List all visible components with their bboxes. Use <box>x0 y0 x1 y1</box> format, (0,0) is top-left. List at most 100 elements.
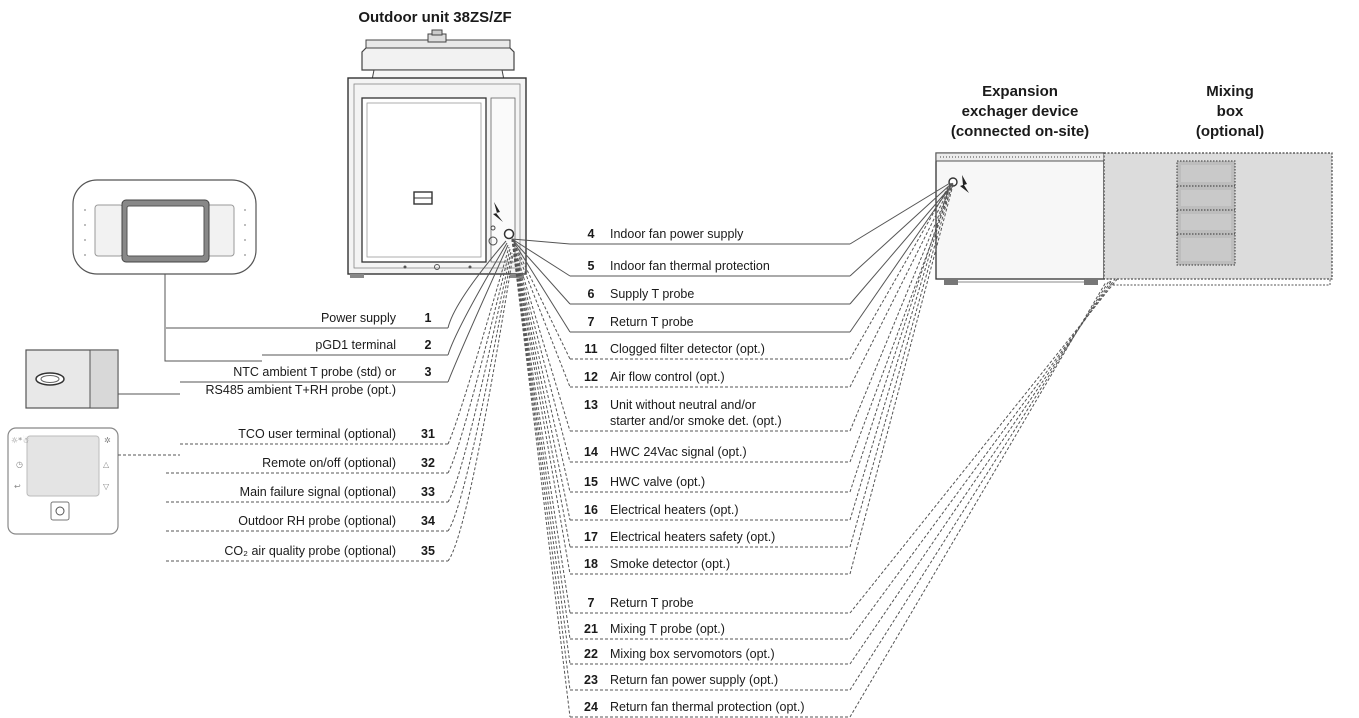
cable-gland-icon <box>503 228 515 240</box>
outdoor-unit <box>347 29 527 278</box>
connection-wire <box>511 238 571 521</box>
mixing-title-line-1: Mixing <box>1206 83 1254 100</box>
connection-wire-to-device <box>849 183 952 277</box>
connection-label: Indoor fan power supply <box>610 227 744 241</box>
svg-text:◷: ◷ <box>16 460 23 469</box>
connection-label: Return fan power supply (opt.) <box>610 673 778 687</box>
connection-label: Electrical heaters (opt.) <box>610 503 739 517</box>
expansion-title-line-2: exchager device <box>961 103 1079 120</box>
connection-wire <box>511 238 571 360</box>
connection-label: TCO user terminal (optional) <box>238 427 396 441</box>
svg-text:▽: ▽ <box>103 482 110 491</box>
left-connection-33: Main failure signal (optional) 33 <box>166 250 512 503</box>
connection-wire-to-device <box>849 182 951 245</box>
right-connection-22: 22 Mixing box servomotors (opt.) <box>511 238 1113 665</box>
connection-label: Main failure signal (optional) <box>240 485 396 499</box>
connection-number: 33 <box>421 485 435 499</box>
right-connections: 4 Indoor fan power supply 5 Indoor fan ther… <box>511 182 1119 718</box>
connection-number: 3 <box>425 365 432 379</box>
right-connection-5: 5 Indoor fan thermal protection <box>511 183 952 277</box>
connection-number: 23 <box>584 673 598 687</box>
connection-label: Unit without neutral and/or <box>610 398 756 412</box>
connection-wire <box>511 238 571 388</box>
connection-label-line-2: RS485 ambient T+RH probe (opt.) <box>206 383 397 397</box>
connection-wire <box>447 254 514 562</box>
connection-wire-to-device <box>849 183 951 360</box>
outdoor-unit-title: Outdoor unit 38ZS/ZF <box>358 9 512 26</box>
connection-label: Mixing T probe (opt.) <box>610 622 725 636</box>
connection-wire <box>447 244 509 383</box>
connection-label: Remote on/off (optional) <box>262 456 396 470</box>
expansion-title-line-1: Expansion <box>982 83 1058 100</box>
connection-number: 17 <box>584 530 598 544</box>
connection-wire <box>447 248 511 474</box>
connection-wire-to-device <box>849 184 954 575</box>
left-connection-1: Power supply 1 <box>166 240 507 329</box>
connection-wire-to-device <box>849 184 952 388</box>
connection-wire <box>447 240 507 329</box>
connection-number: 21 <box>584 622 598 636</box>
right-connection-7: 7 Return T probe <box>511 238 1119 614</box>
connection-number: 22 <box>584 647 598 661</box>
mixing-box-device <box>1103 152 1333 286</box>
connection-label: Power supply <box>321 311 397 325</box>
connection-wire-to-device <box>849 182 952 521</box>
connection-number: 16 <box>584 503 598 517</box>
connection-label: Return T probe <box>610 315 694 329</box>
connection-number: 34 <box>421 514 435 528</box>
connection-label: Smoke detector (opt.) <box>610 557 730 571</box>
connection-wire <box>447 246 510 445</box>
connection-label: Air flow control (opt.) <box>610 370 725 384</box>
connection-number: 4 <box>588 227 595 241</box>
connection-wire-to-device <box>849 183 953 548</box>
connection-number: 35 <box>421 544 435 558</box>
connection-wire-to-device <box>849 281 1107 718</box>
connection-wire <box>511 238 571 245</box>
connection-number: 11 <box>584 342 597 356</box>
svg-text:☼*☃: ☼*☃ <box>11 435 29 445</box>
connection-label: NTC ambient T probe (std) or <box>233 365 396 379</box>
mixing-title-line-3: (optional) <box>1195 123 1265 140</box>
connection-label: Indoor fan thermal protection <box>610 259 770 273</box>
connection-wire-to-device <box>849 280 1110 691</box>
svg-text:✲: ✲ <box>104 436 111 445</box>
mixing-title-line-2: box <box>1216 103 1244 120</box>
connection-wire <box>511 238 571 493</box>
connection-number: 2 <box>425 338 432 352</box>
connection-wire <box>511 238 571 614</box>
connection-wire <box>511 238 571 575</box>
connection-number: 1 <box>425 311 432 325</box>
pgd1-terminal-device <box>72 179 257 275</box>
ntc-ambient-probe-device <box>25 349 119 409</box>
connection-wire <box>511 238 571 548</box>
connection-label: Mixing box servomotors (opt.) <box>610 647 775 661</box>
connection-number: 7 <box>588 315 595 329</box>
connection-number: 18 <box>584 557 598 571</box>
connection-wire <box>511 238 571 432</box>
right-connection-23: 23 Return fan power supply (opt.) <box>511 238 1110 691</box>
connection-number: 5 <box>588 259 595 273</box>
connection-label: Clogged filter detector (opt.) <box>610 342 765 356</box>
connection-wire <box>511 238 571 463</box>
lightning-icon <box>493 202 503 222</box>
connection-wire <box>447 250 512 503</box>
lightning-icon <box>960 175 969 193</box>
connection-wire <box>511 238 571 333</box>
connection-wire <box>511 238 571 640</box>
connection-number: 24 <box>584 700 598 714</box>
connection-label: Outdoor RH probe (optional) <box>238 514 396 528</box>
mixing-box-title: Mixing box (optional) <box>1150 82 1310 142</box>
connection-number: 14 <box>584 445 598 459</box>
left-connection-32: Remote on/off (optional)32 <box>166 248 511 474</box>
svg-text:↩: ↩ <box>14 482 21 491</box>
connection-label: Supply T probe <box>610 287 694 301</box>
right-connection-21: 21 Mixing T probe (opt.) <box>511 238 1116 640</box>
connection-wire-to-device <box>849 277 1119 614</box>
connection-number: 32 <box>421 456 435 470</box>
expansion-device-title: Expansion exchager device (connected on-… <box>915 82 1125 142</box>
